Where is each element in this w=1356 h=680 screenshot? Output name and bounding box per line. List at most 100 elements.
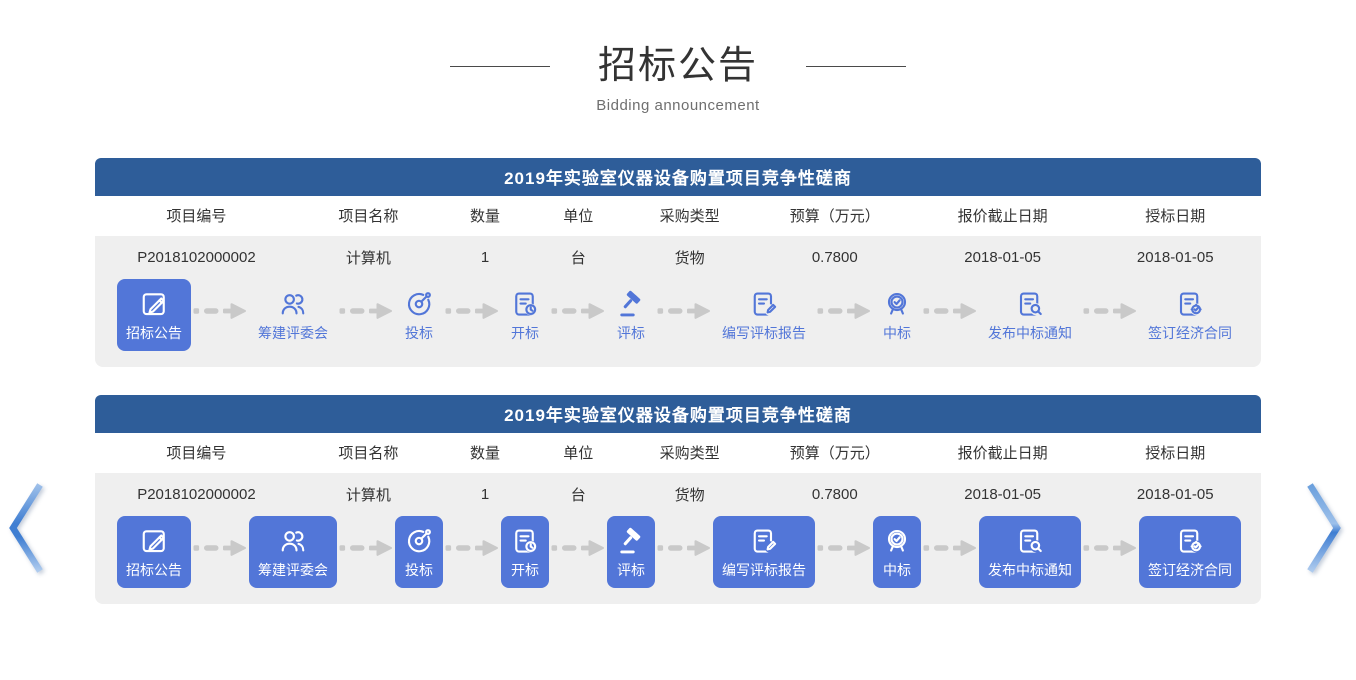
- flow-arrow-icon: [815, 538, 873, 558]
- process-step-9: 签订经济合同: [1139, 279, 1241, 351]
- cell-project-name: 计算机: [345, 249, 391, 267]
- chevron-left-icon: [9, 483, 43, 573]
- process-step-label: 评标: [617, 325, 645, 342]
- column-header-quantity: 数量: [470, 208, 501, 226]
- card-title[interactable]: 2019年实验室仪器设备购置项目竞争性磋商: [95, 394, 1261, 433]
- cell-procurement-type: 货物: [674, 249, 705, 267]
- column-header-award-date: 授标日期: [1145, 445, 1206, 463]
- process-step-1: 招标公告: [117, 515, 191, 588]
- medal-check-icon: [882, 289, 912, 319]
- process-step-label: 编写评标报告: [722, 562, 806, 579]
- process-step-label: 发布中标通知: [988, 562, 1072, 579]
- edit-doc-icon: [139, 289, 169, 319]
- process-step-label: 签订经济合同: [1148, 562, 1232, 579]
- column-header-project-name: 项目名称: [338, 445, 399, 463]
- cell-quantity: 1: [480, 485, 490, 503]
- column-header-quote-deadline: 报价截止日期: [957, 208, 1048, 226]
- process-step-8: 发布中标通知: [979, 279, 1081, 351]
- process-step-1: 招标公告: [117, 278, 191, 351]
- flow-arrow-icon: [815, 301, 873, 321]
- flow-arrow-icon: [921, 301, 979, 321]
- bid-target-icon: [404, 526, 434, 556]
- process-step-8: 发布中标通知: [979, 515, 1081, 588]
- process-step-5: 评标: [607, 279, 655, 351]
- column-header-procurement-type: 采购类型: [659, 208, 720, 226]
- process-flow: 招标公告 筹建评委会 投标 开标 评标 编写评标报: [95, 278, 1261, 367]
- announcement-cards: 2019年实验室仪器设备购置项目竞争性磋商项目编号项目名称数量单位采购类型预算（…: [95, 157, 1261, 604]
- cell-project-no: P2018102000002: [137, 248, 256, 266]
- process-step-7: 中标: [873, 515, 921, 588]
- process-step-4: 开标: [501, 515, 549, 588]
- flow-arrow-icon: [921, 538, 979, 558]
- page-header: 招标公告 Bidding announcement: [0, 0, 1356, 114]
- process-step-9: 签订经济合同: [1139, 515, 1241, 588]
- carousel-next-button[interactable]: [1304, 480, 1348, 576]
- column-header-project-no: 项目编号: [166, 208, 227, 226]
- process-step-3: 投标: [395, 515, 443, 588]
- process-step-4: 开标: [501, 279, 549, 351]
- committee-users-icon: [278, 526, 308, 556]
- chevron-right-icon: [1307, 483, 1341, 573]
- column-header-unit: 单位: [563, 445, 594, 463]
- flow-arrow-icon: [655, 301, 713, 321]
- announcement-card: 2019年实验室仪器设备购置项目竞争性磋商项目编号项目名称数量单位采购类型预算（…: [95, 394, 1261, 604]
- column-header-quote-deadline: 报价截止日期: [957, 445, 1048, 463]
- card-title[interactable]: 2019年实验室仪器设备购置项目竞争性磋商: [95, 157, 1261, 196]
- process-step-label: 编写评标报告: [722, 325, 806, 342]
- process-step-2: 筹建评委会: [249, 515, 337, 588]
- flow-arrow-icon: [443, 301, 501, 321]
- process-step-label: 投标: [405, 325, 433, 342]
- process-step-5: 评标: [607, 515, 655, 588]
- doc-clock-icon: [510, 526, 540, 556]
- process-step-6: 编写评标报告: [713, 279, 815, 351]
- doc-seal-icon: [1175, 289, 1205, 319]
- process-step-label: 筹建评委会: [258, 325, 328, 342]
- doc-clock-icon: [510, 289, 540, 319]
- doc-seal-icon: [1175, 526, 1205, 556]
- cell-budget: 0.7800: [811, 248, 858, 266]
- process-step-label: 招标公告: [126, 325, 182, 342]
- cell-award-date: 2018-01-05: [1136, 485, 1214, 503]
- process-step-2: 筹建评委会: [249, 279, 337, 351]
- doc-pen-icon: [749, 289, 779, 319]
- flow-arrow-icon: [191, 538, 249, 558]
- flow-arrow-icon: [337, 538, 395, 558]
- process-step-3: 投标: [395, 279, 443, 351]
- cell-quantity: 1: [480, 248, 490, 266]
- doc-search-icon: [1015, 289, 1045, 319]
- page-title: 招标公告: [597, 45, 758, 87]
- column-header-project-name: 项目名称: [338, 208, 399, 226]
- column-header-quantity: 数量: [470, 445, 501, 463]
- committee-users-icon: [278, 289, 308, 319]
- flow-arrow-icon: [337, 301, 395, 321]
- process-step-label: 开标: [511, 562, 539, 579]
- flow-arrow-icon: [191, 301, 249, 321]
- flow-arrow-icon: [1081, 538, 1139, 558]
- carousel-prev-button[interactable]: [6, 480, 50, 576]
- process-step-label: 投标: [405, 562, 433, 579]
- column-header-budget: 预算（万元）: [789, 208, 880, 226]
- cell-project-no: P2018102000002: [137, 485, 256, 503]
- flow-arrow-icon: [549, 301, 607, 321]
- gavel-icon: [616, 289, 646, 319]
- doc-search-icon: [1015, 526, 1045, 556]
- announcement-carousel: 2019年实验室仪器设备购置项目竞争性磋商项目编号项目名称数量单位采购类型预算（…: [0, 157, 1356, 604]
- cell-budget: 0.7800: [811, 485, 858, 503]
- column-header-budget: 预算（万元）: [789, 445, 880, 463]
- column-header-award-date: 授标日期: [1145, 208, 1206, 226]
- cell-procurement-type: 货物: [674, 486, 705, 504]
- doc-pen-icon: [749, 526, 779, 556]
- flow-arrow-icon: [1081, 301, 1139, 321]
- process-step-7: 中标: [873, 279, 921, 351]
- process-step-label: 签订经济合同: [1148, 325, 1232, 342]
- edit-doc-icon: [139, 526, 169, 556]
- process-step-label: 中标: [883, 562, 911, 579]
- process-step-label: 评标: [617, 562, 645, 579]
- process-step-label: 发布中标通知: [988, 325, 1072, 342]
- bid-target-icon: [404, 289, 434, 319]
